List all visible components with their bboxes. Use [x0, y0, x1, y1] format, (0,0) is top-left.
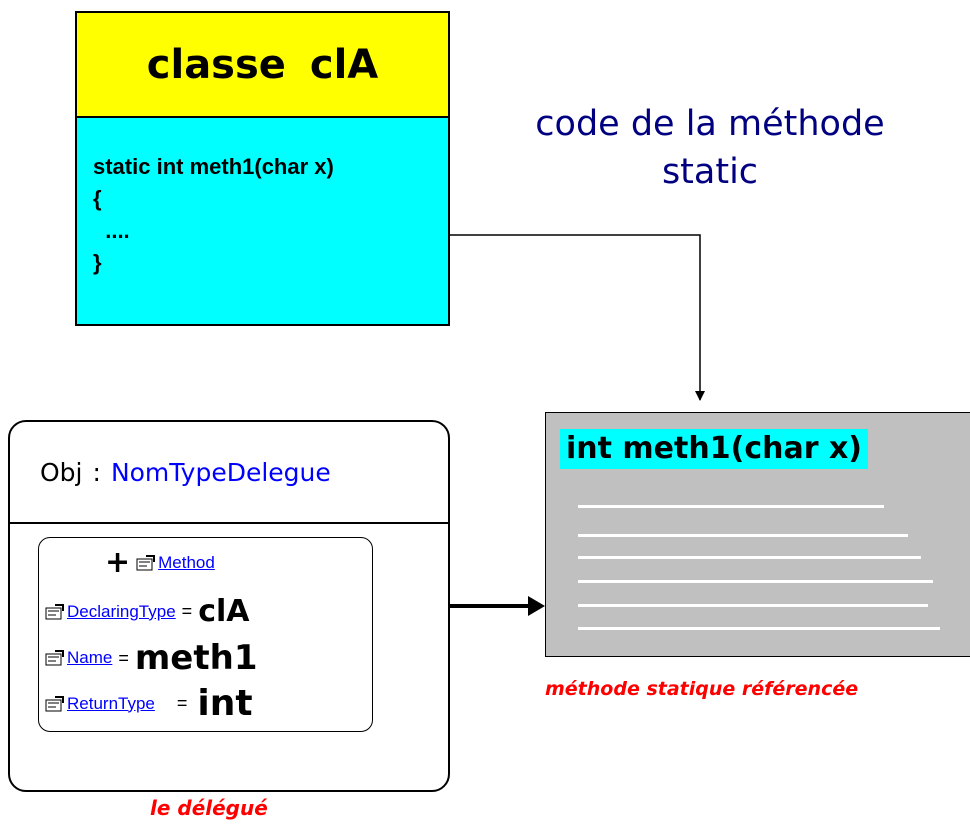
- property-icon: [45, 603, 64, 619]
- property-icon: [45, 650, 64, 666]
- delegate-caption: le délégué: [150, 796, 268, 820]
- object-separator: :: [92, 457, 101, 487]
- code-caption: code de la méthode static: [490, 100, 930, 196]
- code-placeholder-line: [578, 505, 884, 508]
- class-code: static int meth1(char x) { .... }: [93, 151, 334, 279]
- class-box: classe clA static int meth1(char x) { ..…: [75, 11, 450, 326]
- property-icon: [136, 555, 156, 571]
- property-row-returntype: ReturnType = int: [45, 683, 253, 724]
- returntype-value: int: [197, 683, 253, 724]
- equals-sign: =: [181, 601, 193, 621]
- method-box: + Method DeclaringType = clA: [38, 537, 373, 732]
- static-method-box: int meth1(char x): [545, 412, 970, 657]
- name-link[interactable]: Name: [67, 648, 113, 667]
- method-row: + Method: [105, 548, 215, 578]
- code-line: {: [93, 186, 102, 211]
- class-header: classe clA: [77, 13, 448, 118]
- delegate-box: Obj : NomTypeDelegue + Method DeclaringT…: [8, 420, 450, 792]
- code-placeholder-line: [578, 604, 928, 607]
- code-placeholder-line: [578, 534, 908, 537]
- code-line: static int meth1(char x): [93, 154, 334, 179]
- method-signature: int meth1(char x): [560, 429, 869, 469]
- equals-sign: =: [176, 693, 188, 713]
- code-placeholder-line: [578, 556, 921, 559]
- class-title: classe clA: [146, 41, 379, 88]
- method-link[interactable]: Method: [158, 553, 215, 572]
- property-row-name: Name = meth1: [45, 638, 257, 678]
- equals-sign: =: [118, 647, 129, 668]
- property-row-declaringtype: DeclaringType = clA: [45, 594, 249, 629]
- code-caption-line1: code de la méthode: [535, 104, 885, 144]
- code-placeholder-line: [578, 627, 940, 630]
- code-placeholder-line: [578, 580, 933, 583]
- property-icon: [45, 695, 64, 711]
- delegate-type-name: NomTypeDelegue: [110, 457, 331, 487]
- name-value: meth1: [134, 638, 258, 678]
- code-line: ....: [93, 218, 130, 243]
- declaringtype-link[interactable]: DeclaringType: [67, 601, 176, 621]
- declaringtype-value: clA: [198, 594, 250, 629]
- static-method-caption: méthode statique référencée: [545, 678, 859, 700]
- code-caption-line2: static: [661, 152, 759, 192]
- code-line: }: [93, 250, 102, 275]
- object-name: Obj: [40, 457, 83, 487]
- returntype-link[interactable]: ReturnType: [67, 693, 155, 713]
- delegate-header: Obj : NomTypeDelegue: [10, 422, 448, 524]
- plus-icon[interactable]: +: [105, 545, 131, 580]
